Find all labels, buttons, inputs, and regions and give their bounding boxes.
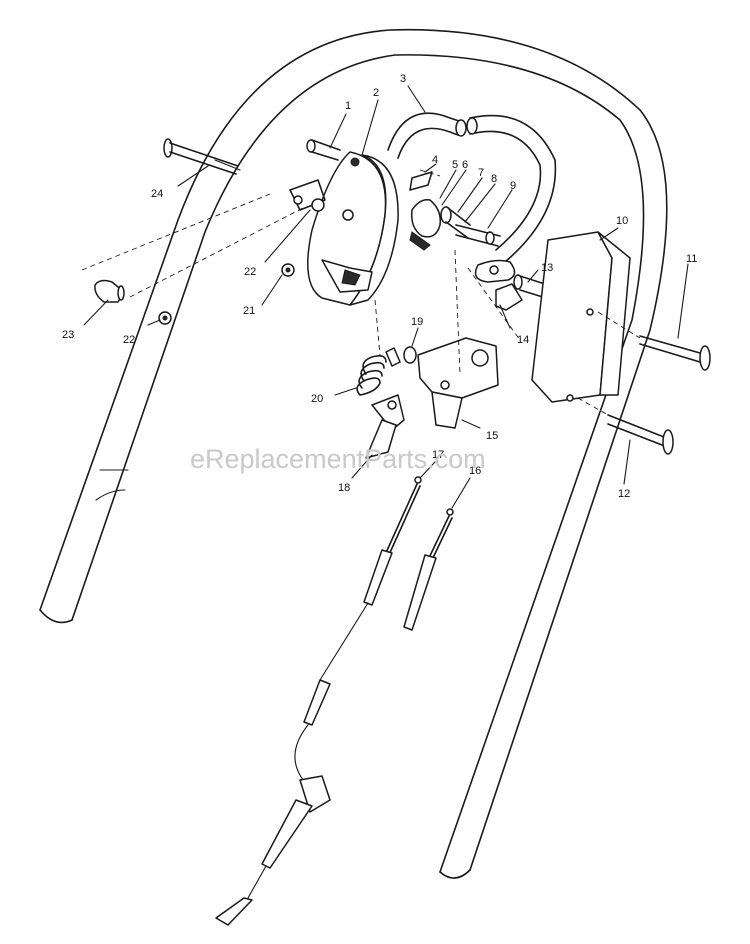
crank-part-14 — [474, 259, 523, 311]
small-parts-4-to-8 — [409, 171, 471, 251]
callout-11: 11 — [686, 253, 697, 265]
nut-part-22-lower — [158, 311, 172, 325]
callout-3: 3 — [400, 73, 406, 85]
bail-loop-part-3 — [387, 112, 557, 263]
callout-19: 19 — [411, 316, 423, 328]
callout-7: 7 — [478, 167, 484, 179]
callout-13: 13 — [541, 262, 553, 274]
callout-15: 15 — [486, 430, 498, 442]
pin-part-1 — [306, 139, 341, 161]
nut-part-22-upper — [311, 198, 325, 212]
callout-8: 8 — [491, 173, 497, 185]
callout-12: 12 — [618, 488, 630, 500]
bolt-part-24 — [163, 138, 241, 175]
callout-17: 17 — [432, 449, 444, 461]
lever-part-18 — [365, 394, 405, 459]
handle-tube — [39, 28, 668, 879]
callout-4: 4 — [432, 154, 438, 166]
washer-part-19 — [403, 346, 417, 364]
callout-20: 20 — [311, 393, 323, 405]
callout-16: 16 — [469, 465, 481, 477]
callout-5: 5 — [452, 159, 458, 171]
shaft-part-9 — [455, 224, 501, 247]
watermark-text: eReplacementParts.com — [190, 444, 486, 474]
nut-part-21 — [281, 263, 295, 277]
callout-6: 6 — [462, 159, 468, 171]
callout-21: 21 — [243, 305, 255, 317]
bolt-part-12 — [607, 414, 674, 455]
callout-22-upper: 22 — [244, 266, 256, 278]
assembly-lines — [81, 169, 641, 416]
cap-part-23 — [94, 279, 125, 303]
cable-part-17 — [215, 476, 422, 926]
bolt-part-11 — [639, 335, 711, 371]
callout-14: 14 — [517, 334, 529, 346]
leader-lines — [83, 85, 689, 509]
callout-24: 24 — [151, 188, 163, 200]
callout-9: 9 — [510, 180, 516, 192]
callout-22-lower: 22 — [123, 334, 135, 346]
callout-1: 1 — [345, 100, 351, 112]
callout-18: 18 — [338, 482, 350, 494]
housing-left-part-2 — [289, 151, 399, 306]
spring-part-20 — [356, 347, 401, 396]
callout-23: 23 — [62, 329, 74, 341]
housing-right-part-10 — [531, 231, 631, 403]
callout-labels: 1 2 3 4 5 6 7 8 9 10 11 12 13 14 15 16 1… — [62, 73, 697, 500]
bracket-part-15 — [417, 337, 499, 429]
cable-part-16 — [403, 508, 454, 631]
callout-2: 2 — [373, 87, 379, 99]
callout-10: 10 — [616, 215, 628, 227]
